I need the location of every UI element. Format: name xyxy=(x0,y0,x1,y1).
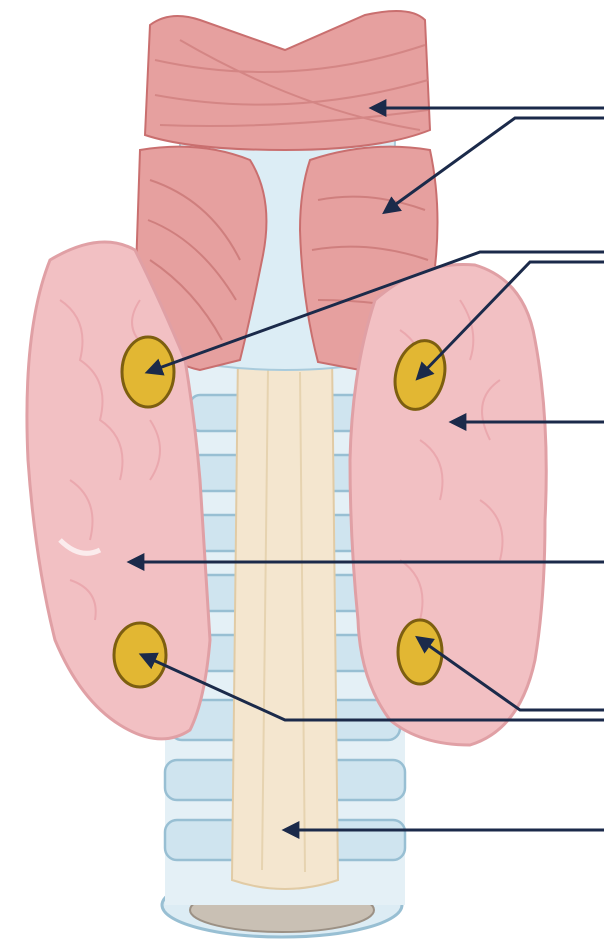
upper-muscle xyxy=(145,11,430,150)
esophagus xyxy=(232,345,338,889)
parathyroid-lower-left xyxy=(114,623,166,687)
thyroid-right-lobe xyxy=(350,264,546,745)
